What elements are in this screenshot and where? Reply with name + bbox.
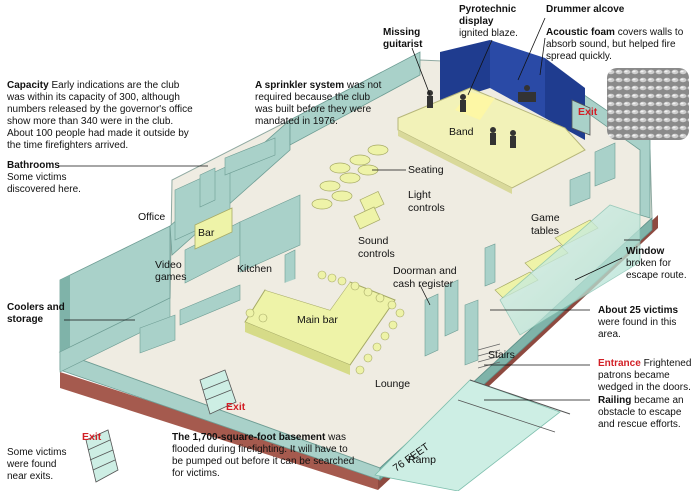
callout-some-victims-exits: Some victims were found near exits. — [7, 447, 69, 483]
ramp — [374, 379, 571, 491]
victims25-body: were found in this area. — [598, 317, 677, 340]
exit-stairs — [85, 99, 591, 483]
window-body: broken for escape route. — [626, 258, 687, 281]
main-bar-stools — [245, 270, 405, 375]
room-label-kitchen: Kitchen — [237, 263, 272, 275]
railing-title: Railing — [598, 395, 632, 406]
callout-window: Window broken for escape route. — [626, 246, 696, 282]
drummer-title: Drummer alcove — [546, 4, 625, 15]
video-games-line2: games — [155, 271, 187, 283]
callout-capacity: Capacity Early indications are the club … — [7, 80, 197, 152]
pyrotechnic-title: Pyrotechnic display — [459, 4, 517, 27]
acoustic-foam-swatch — [607, 68, 689, 140]
exit-label-bottom-left: Exit — [82, 431, 102, 443]
small-bar-counter — [194, 207, 233, 250]
room-label-stairs: Stairs — [488, 349, 515, 361]
bathrooms-title: Bathrooms — [7, 160, 60, 171]
callout-entrance: Entrance Frightened patrons became wedge… — [598, 358, 696, 394]
callout-sprinkler: A sprinkler system was not required beca… — [255, 80, 390, 128]
victims25-title: About 25 victims — [598, 305, 679, 316]
acoustic-title: Acoustic foam — [546, 27, 615, 38]
sprinkler-body: was not required because the club was bu… — [255, 80, 382, 127]
missing-guitarist-title: Missing guitarist — [383, 27, 423, 50]
bathrooms-body: Some victims discovered here. — [7, 172, 81, 195]
basement-body: was flooded during firefighting. It will… — [172, 432, 355, 479]
basement-title: The 1,700-square-foot basement — [172, 432, 326, 443]
entrance-body: Frightened patrons became wedged in the … — [598, 358, 692, 393]
exit-label-mid-left: Exit — [226, 401, 246, 413]
callout-acoustic: Acoustic foam covers walls to absorb sou… — [546, 27, 686, 63]
capacity-title: Capacity — [7, 80, 49, 91]
interior-walls — [59, 137, 616, 373]
callout-railing: Railing became an obstacle to escape and… — [598, 395, 696, 431]
room-label-seating: Seating — [408, 164, 444, 176]
room-label-ramp: Ramp — [408, 454, 436, 466]
callout-missing-guitarist: Missing guitarist — [383, 27, 433, 51]
entrance-title: Entrance — [598, 358, 641, 369]
callout-pyrotechnic: Pyrotechnic display ignited blaze. — [459, 4, 531, 40]
room-label-bar: Bar — [198, 227, 215, 239]
callout-coolers: Coolers and storage — [7, 302, 67, 326]
some-victims-exits-body: Some victims were found near exits. — [7, 447, 67, 482]
callout-basement: The 1,700-square-foot basement was flood… — [172, 432, 357, 480]
callout-drummer: Drummer alcove — [546, 4, 646, 16]
room-label-lounge: Lounge — [375, 378, 410, 390]
capacity-body: Early indications are the club was withi… — [7, 80, 193, 151]
room-label-band: Band — [449, 126, 474, 138]
callout-victims25: About 25 victims were found in this area… — [598, 305, 696, 341]
sprinkler-title: A sprinkler system — [255, 80, 345, 91]
callout-bathrooms: Bathrooms Some victims discovered here. — [7, 160, 87, 196]
band-figures — [427, 85, 536, 148]
exit-label-top-right: Exit — [578, 106, 598, 118]
room-label-main-bar: Main bar — [297, 314, 338, 326]
room-label-office: Office — [138, 211, 165, 223]
window-glass — [499, 204, 641, 336]
window-title: Window — [626, 246, 665, 257]
railing-body: became an obstacle to escape and rescue … — [598, 395, 684, 430]
coolers-title: Coolers and storage — [7, 302, 65, 325]
acoustic-body: covers walls to absorb sound, but helped… — [546, 27, 684, 62]
leader-lines — [58, 17, 640, 401]
pyrotechnic-body: ignited blaze. — [459, 28, 518, 39]
video-games-line1: Video — [155, 259, 182, 271]
